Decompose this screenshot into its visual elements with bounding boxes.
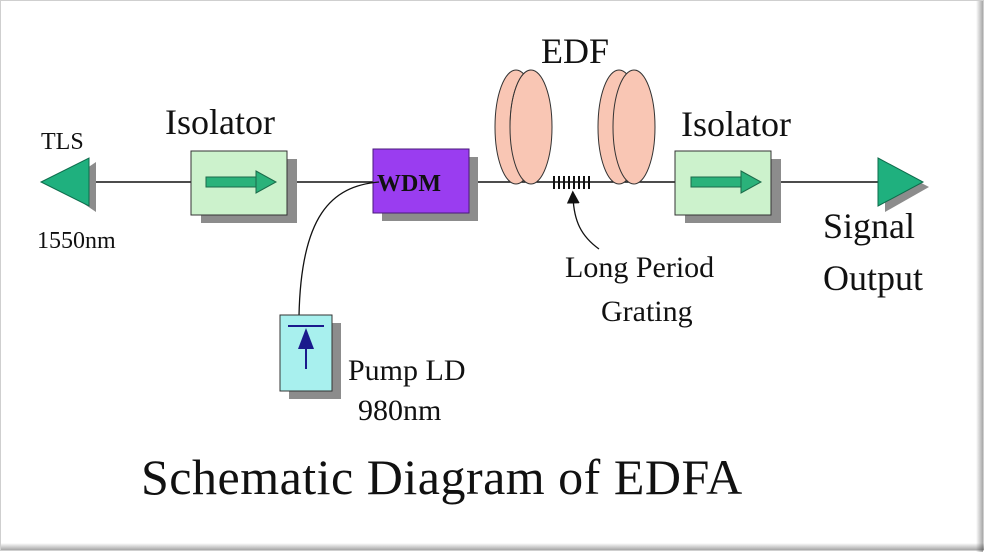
grating-label-line2: Grating (601, 295, 693, 328)
tls-label: TLS (41, 129, 84, 155)
long-period-grating-icon (553, 176, 590, 189)
isolator-right-icon (674, 150, 781, 223)
signal-output-label-line2: Output (823, 258, 924, 298)
isolator-left-label: Isolator (165, 102, 275, 142)
pump-laser-diode-icon (279, 314, 341, 399)
wdm-label: WDM (377, 171, 441, 197)
tls-source-icon (39, 157, 96, 212)
pump-label-line1: Pump LD (348, 354, 466, 387)
frame-shadow-bottom (1, 543, 984, 550)
signal-output-icon (877, 157, 929, 212)
signal-output-label-line1: Signal (823, 206, 916, 246)
tls-wavelength-label: 1550nm (37, 228, 116, 254)
isolator-left-icon (190, 150, 297, 223)
isolator-right-label: Isolator (681, 104, 791, 144)
pump-label-line2: 980nm (358, 394, 442, 427)
edf-label: EDF (541, 31, 610, 71)
grating-pointer-arrow (566, 190, 600, 250)
frame-shadow-right (976, 1, 983, 552)
grating-label-line1: Long Period (565, 251, 715, 284)
pump-fiber (298, 181, 380, 317)
edf-coil-right-icon (597, 69, 656, 185)
edf-coil-left-icon (494, 69, 553, 185)
diagram-title: Schematic Diagram of EDFA (141, 449, 743, 505)
wdm-coupler-icon (372, 148, 478, 221)
